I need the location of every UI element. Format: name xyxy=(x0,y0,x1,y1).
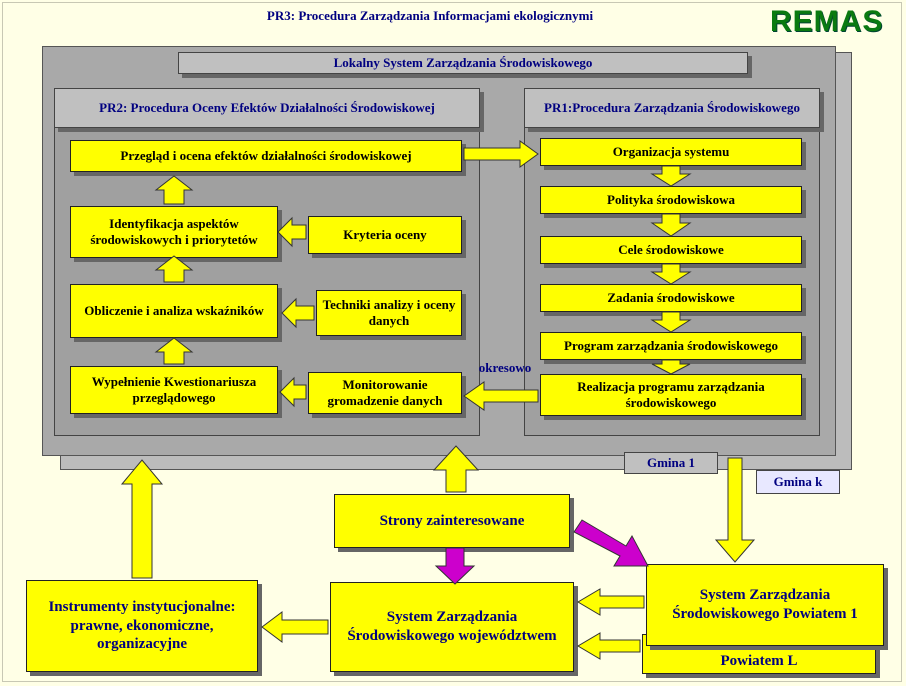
pr1-step-organizacja: Organizacja systemu xyxy=(540,138,802,166)
up-arrow xyxy=(154,175,194,205)
left-arrow xyxy=(463,381,539,411)
down-arrow xyxy=(714,457,756,563)
gmina-k-label: Gmina k xyxy=(756,470,840,494)
up-arrow xyxy=(154,337,194,365)
left-arrow xyxy=(577,588,645,616)
down-arrow xyxy=(651,359,691,375)
right-arrow xyxy=(463,140,539,168)
left-arrow xyxy=(277,216,307,248)
magenta-diagonal-arrow xyxy=(573,519,649,567)
left-arrow xyxy=(261,611,329,643)
remas-logo: REMAS xyxy=(770,5,884,38)
wypelnienie-box: Wypełnienie Kwestionariusza przeglądoweg… xyxy=(70,366,278,414)
left-arrow xyxy=(279,376,307,408)
obliczenie-box: Obliczenie i analiza wskaźników xyxy=(70,284,278,338)
wojewodztwo-box: System Zarządzania Środowiskowego wojewó… xyxy=(330,582,574,672)
okresowo-label: okresowo xyxy=(478,360,532,375)
techniki-box: Techniki analizy i oceny danych xyxy=(316,290,462,336)
slide-title: PR3: Procedura Zarządzania Informacjami … xyxy=(266,8,594,23)
up-arrow xyxy=(432,445,480,493)
down-arrow xyxy=(650,213,692,237)
magenta-down-arrow xyxy=(434,547,476,585)
left-arrow xyxy=(281,297,315,329)
pr1-step-realizacja: Realizacja programu zarządzania środowis… xyxy=(540,374,802,416)
pr1-title: PR1:Procedura Zarządzania Środowiskowego xyxy=(524,88,820,128)
up-arrow xyxy=(120,459,164,579)
powiat-1-box: System Zarządzania Środowiskowego Powiat… xyxy=(646,564,884,646)
monitorowanie-box: Monitorowanie gromadzenie danych xyxy=(308,372,462,414)
down-arrow xyxy=(650,165,692,187)
instrumenty-box: Instrumenty instytucjonalne: prawne, eko… xyxy=(26,580,258,672)
up-arrow xyxy=(154,255,194,283)
down-arrow xyxy=(650,263,692,285)
left-arrow xyxy=(577,632,641,660)
pr2-title: PR2: Procedura Oceny Efektów Działalnośc… xyxy=(54,88,480,128)
kryteria-box: Kryteria oceny xyxy=(308,216,462,254)
identyfikacja-box: Identyfikacja aspektów środowiskowych i … xyxy=(70,206,278,258)
down-arrow xyxy=(650,311,692,333)
lokalny-system-bar: Lokalny System Zarządzania Środowiskoweg… xyxy=(178,52,748,74)
przeglad-box: Przegląd i ocena efektów działalności śr… xyxy=(70,140,462,172)
pr1-step-zadania: Zadania środowiskowe xyxy=(540,284,802,312)
gmina-1-label: Gmina 1 xyxy=(624,452,718,474)
